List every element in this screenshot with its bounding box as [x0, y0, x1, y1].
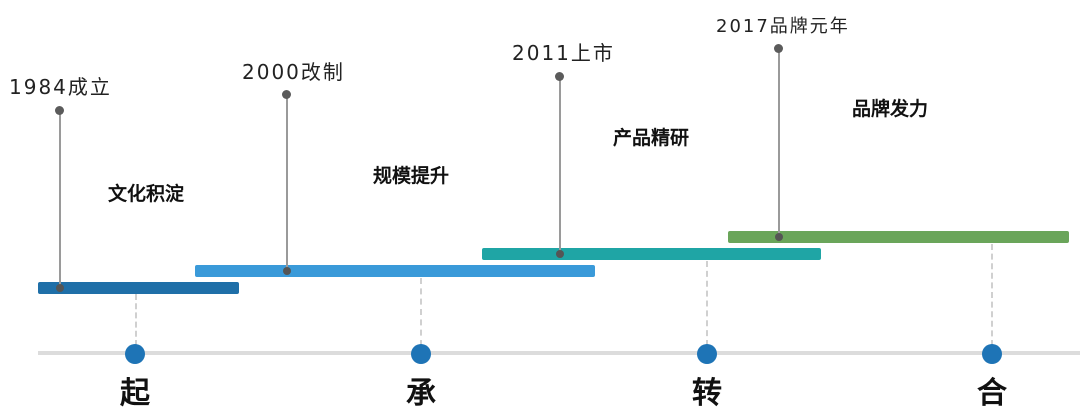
milestone-stem	[59, 110, 61, 288]
phase-dot	[411, 344, 431, 364]
stage-bar	[195, 265, 595, 277]
stage-label: 品牌发力	[852, 98, 929, 120]
phase-dot	[697, 344, 717, 364]
milestone-label: 2011上市	[512, 41, 615, 65]
milestone-stem	[286, 94, 288, 271]
connector-line	[135, 294, 137, 346]
milestone-marker	[556, 250, 564, 258]
milestone-label: 1984成立	[9, 75, 112, 99]
phase-label: 承	[406, 376, 436, 411]
milestone-marker	[56, 284, 64, 292]
milestone-stem	[778, 48, 780, 237]
milestone-pin	[774, 44, 783, 53]
stage-label: 规模提升	[373, 165, 450, 187]
phase-label: 起	[120, 376, 150, 411]
phase-dot	[982, 344, 1002, 364]
milestone-pin	[282, 90, 291, 99]
phase-label: 合	[977, 376, 1007, 411]
stage-bar	[38, 282, 239, 294]
phase-dot	[125, 344, 145, 364]
phase-label: 转	[692, 376, 722, 411]
milestone-label: 2017品牌元年	[716, 16, 850, 37]
connector-line	[706, 261, 708, 346]
milestone-pin	[55, 106, 64, 115]
milestone-label: 2000改制	[242, 60, 345, 84]
milestone-stem	[559, 76, 561, 254]
stage-bar	[482, 248, 821, 260]
milestone-pin	[555, 72, 564, 81]
stage-label: 文化积淀	[108, 183, 185, 205]
timeline-axis	[38, 351, 1080, 355]
connector-line	[991, 244, 993, 346]
stage-bar	[728, 231, 1069, 243]
stage-label: 产品精研	[613, 127, 690, 149]
milestone-marker	[775, 233, 783, 241]
milestone-marker	[283, 267, 291, 275]
connector-line	[420, 278, 422, 346]
